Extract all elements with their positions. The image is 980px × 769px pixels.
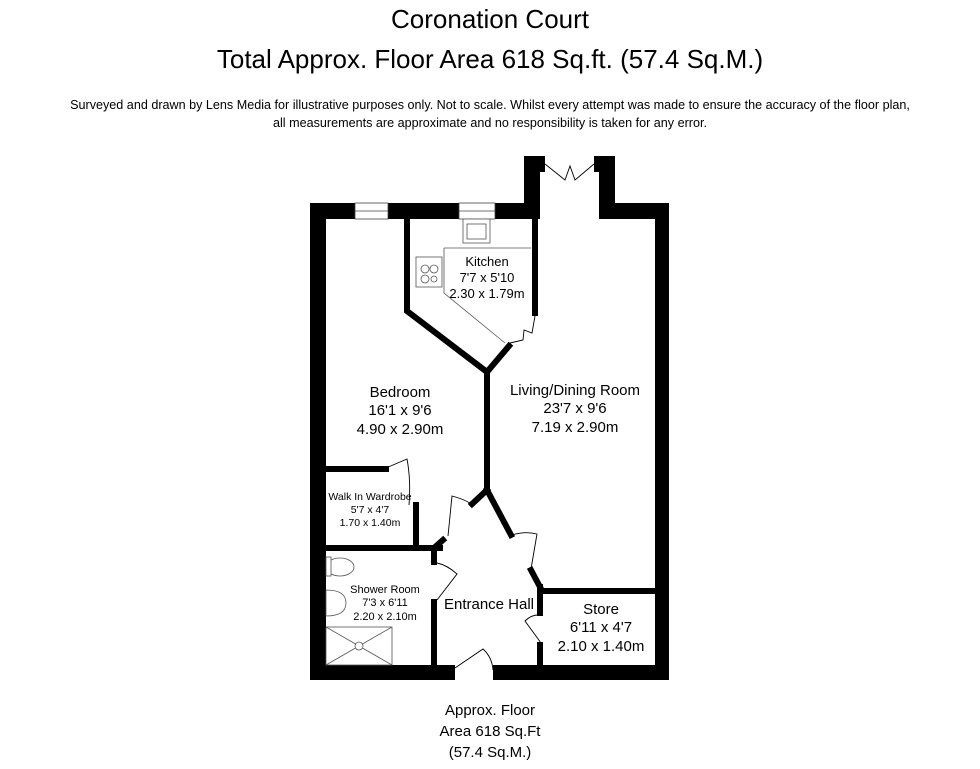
room-name: Entrance Hall <box>443 596 535 613</box>
room-size-metric: 4.90 x 2.90m <box>356 420 444 438</box>
room-name: Bedroom <box>369 384 431 401</box>
room-size-metric: 2.10 x 1.40m <box>557 637 645 655</box>
disclaimer-line-1: Surveyed and drawn by Lens Media for ill… <box>70 98 910 112</box>
room-name: Walk In Wardrobe <box>328 491 412 503</box>
fixtures <box>325 218 531 666</box>
room-size-imperial: 7'7 x 5'10 <box>459 269 515 285</box>
room-name: Store <box>583 601 619 618</box>
room-label-walk-in-wardrobe: Walk In Wardrobe 5'7 x 4'7 1.70 x 1.40m <box>324 491 416 529</box>
basin-icon <box>325 589 347 617</box>
summary-line-3: (57.4 Sq.M.) <box>448 744 532 761</box>
room-size-metric: 7.19 x 2.90m <box>531 418 619 436</box>
door-swings <box>385 163 595 671</box>
disclaimer-line-2: all measurements are approximate and no … <box>273 116 707 130</box>
room-label-shower-room: Shower Room 7'3 x 6'11 2.20 x 2.10m <box>344 584 426 624</box>
room-label-kitchen: Kitchen 7'7 x 5'10 2.30 x 1.79m <box>447 254 527 302</box>
room-size-imperial: 23'7 x 9'6 <box>543 400 607 418</box>
room-size-imperial: 5'7 x 4'7 <box>350 503 390 516</box>
summary-line-1: Approx. Floor <box>444 702 536 719</box>
room-label-store: Store 6'11 x 4'7 2.10 x 1.40m <box>548 601 654 656</box>
room-label-entrance-hall: Entrance Hall <box>438 596 540 614</box>
summary-line-2: Area 618 Sq.Ft <box>439 723 541 740</box>
room-size-imperial: 6'11 x 4'7 <box>569 619 633 637</box>
room-size-metric: 2.20 x 2.10m <box>353 610 417 623</box>
windows <box>354 202 496 220</box>
floor-area-summary: Approx. Floor Area 618 Sq.Ft (57.4 Sq.M.… <box>380 700 600 763</box>
total-floor-area: Total Approx. Floor Area 618 Sq.ft. (57.… <box>216 44 764 74</box>
room-name: Shower Room <box>350 584 420 596</box>
room-size-imperial: 7'3 x 6'11 <box>362 597 408 610</box>
interior-walls <box>323 213 661 671</box>
hob-icon <box>415 256 443 288</box>
disclaimer: Surveyed and drawn by Lens Media for ill… <box>0 96 980 132</box>
room-size-metric: 1.70 x 1.40m <box>339 516 401 529</box>
room-name: Living/Dining Room <box>509 382 641 399</box>
property-title: Coronation Court <box>391 4 589 34</box>
room-label-living-dining: Living/Dining Room 23'7 x 9'6 7.19 x 2.9… <box>495 382 655 437</box>
room-label-bedroom: Bedroom 16'1 x 9'6 4.90 x 2.90m <box>340 384 460 439</box>
room-size-metric: 2.30 x 1.79m <box>449 285 525 301</box>
room-name: Kitchen <box>465 254 509 269</box>
room-size-imperial: 16'1 x 9'6 <box>368 402 432 420</box>
